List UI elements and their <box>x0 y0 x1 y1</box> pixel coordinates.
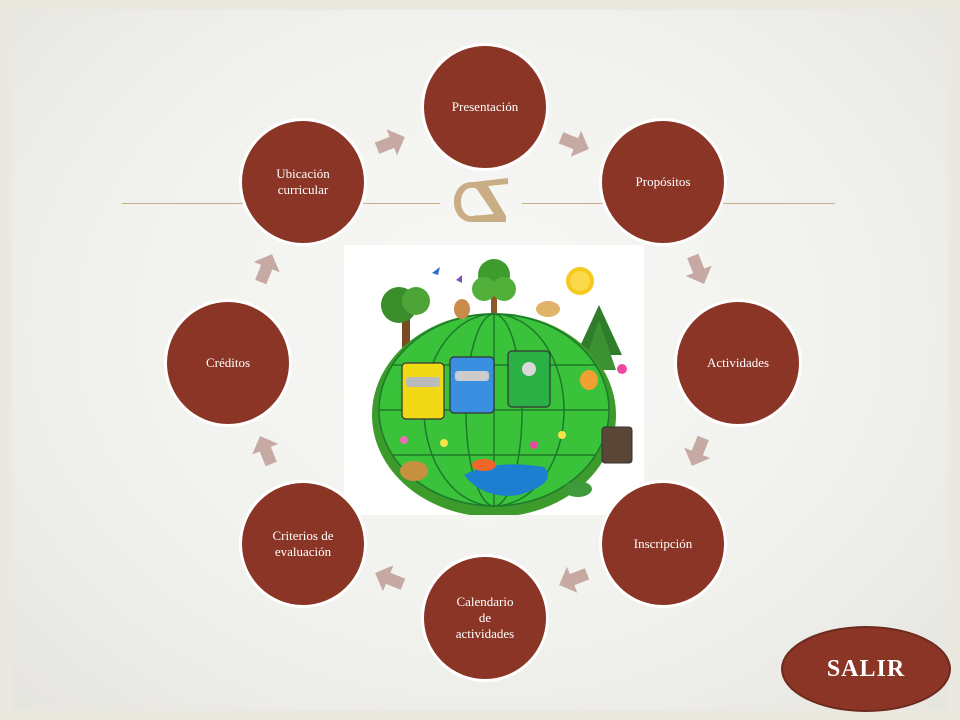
ornament-glyph-icon <box>454 178 508 222</box>
node-ubicacion-label: Ubicación curricular <box>276 166 330 197</box>
node-criterios[interactable]: Criterios de evaluación <box>239 480 367 608</box>
node-actividades-label: Actividades <box>706 355 770 370</box>
arrow-icon <box>559 566 590 593</box>
node-creditos[interactable]: Créditos <box>164 299 292 427</box>
node-creditos-label: Créditos <box>205 355 251 370</box>
arrow-icon <box>558 130 589 157</box>
node-calendario[interactable]: Calendario de actividades <box>421 554 549 682</box>
node-presentacion[interactable]: Presentación <box>421 43 549 171</box>
node-ubicacion[interactable]: Ubicación curricular <box>239 118 367 246</box>
arrow-icon <box>684 435 711 466</box>
node-inscripcion[interactable]: Inscripción <box>599 480 727 608</box>
node-inscripcion-label: Inscripción <box>633 536 693 551</box>
eco-globe-illustration <box>344 245 644 515</box>
exit-button[interactable]: SALIR <box>781 626 951 712</box>
arrow-icon <box>375 565 406 592</box>
node-presentacion-label: Presentación <box>451 99 519 114</box>
arrow-icon <box>253 254 280 285</box>
node-criterios-label: Criterios de evaluación <box>272 528 334 559</box>
node-propositos[interactable]: Propósitos <box>599 118 727 246</box>
arrow-icon <box>685 253 712 284</box>
node-propositos-label: Propósitos <box>635 174 691 189</box>
arrow-icon <box>374 129 405 156</box>
node-calendario-label: Calendario de actividades <box>455 594 515 641</box>
arrow-icon <box>252 436 279 467</box>
node-actividades[interactable]: Actividades <box>674 299 802 427</box>
